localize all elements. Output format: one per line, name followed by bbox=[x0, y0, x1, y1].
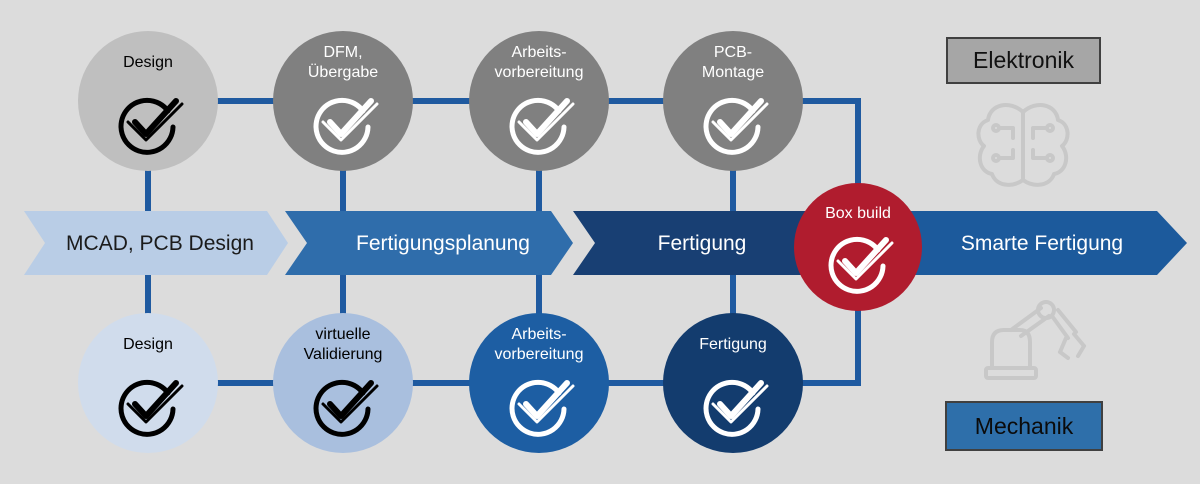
phase-label-3: Fertigung bbox=[658, 232, 747, 255]
box-build-step: Box build bbox=[794, 183, 922, 311]
step-label: Arbeits- bbox=[511, 44, 566, 61]
mechanik-step-3: Arbeits-vorbereitung bbox=[469, 313, 609, 453]
step-label: virtuelle bbox=[315, 326, 370, 343]
elektronik-step-2: DFM, Übergabe bbox=[273, 31, 413, 171]
process-steps: DesignDFM,ÜbergabeArbeits-vorbereitungPC… bbox=[78, 31, 803, 453]
check-icon bbox=[509, 97, 575, 155]
check-icon bbox=[118, 379, 184, 437]
mechanik-step-4: Fertigung bbox=[663, 313, 803, 453]
brain-circuit-icon bbox=[976, 103, 1070, 187]
phase-arrow-2 bbox=[285, 211, 573, 275]
box-build-label: Box build bbox=[825, 205, 891, 222]
check-icon bbox=[828, 236, 894, 294]
phase-label-4: Smarte Fertigung bbox=[961, 232, 1123, 255]
legend-mechanik: Mechanik bbox=[945, 401, 1103, 451]
phase-arrow-3 bbox=[573, 211, 829, 275]
mechanik-step-1: Design bbox=[78, 313, 218, 453]
check-icon bbox=[118, 97, 184, 155]
phase-arrow-4 bbox=[850, 211, 1187, 275]
step-label: Validierung bbox=[304, 346, 383, 363]
step-label: PCB- bbox=[714, 44, 752, 61]
elektronik-step-4: PCB- Montage bbox=[663, 31, 803, 171]
check-icon bbox=[509, 379, 575, 437]
box-build-circle bbox=[794, 183, 922, 311]
step-label: Arbeits- bbox=[511, 326, 566, 343]
check-icon bbox=[313, 97, 379, 155]
step-label: vorbereitung bbox=[495, 346, 584, 363]
phase-arrows: MCAD, PCB Design Fertigungsplanung Fertigu… bbox=[24, 211, 1187, 275]
step-label: Übergabe bbox=[308, 63, 378, 81]
phase-label-1: MCAD, PCB Design bbox=[66, 232, 254, 255]
elektronik-step-3: Arbeits-vorbereitung bbox=[469, 31, 609, 171]
elektronik-step-1: Design bbox=[78, 31, 218, 171]
check-icon bbox=[313, 379, 379, 437]
step-label: Fertigung bbox=[699, 336, 767, 353]
step-label: Design bbox=[123, 336, 173, 353]
step-label: DFM, bbox=[323, 44, 362, 61]
check-icon bbox=[703, 97, 769, 155]
step-label: vorbereitung bbox=[495, 64, 584, 81]
check-icon bbox=[703, 379, 769, 437]
step-label: Montage bbox=[702, 64, 764, 81]
phase-arrow-1 bbox=[24, 211, 288, 275]
step-label: Design bbox=[123, 54, 173, 71]
robot-arm-icon bbox=[984, 300, 1086, 380]
phase-label-2: Fertigungsplanung bbox=[356, 232, 530, 255]
legend-elektronik: Elektronik bbox=[946, 37, 1101, 84]
